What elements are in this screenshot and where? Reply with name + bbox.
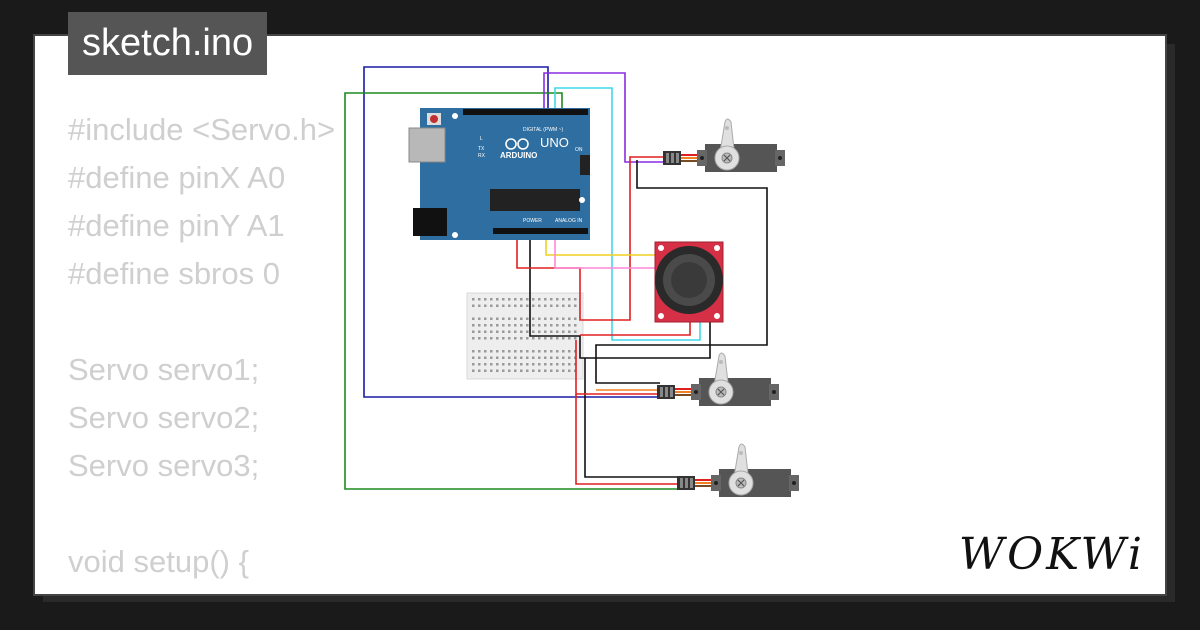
- code-line: Servo servo2;: [68, 400, 260, 435]
- rx-label: RX: [478, 153, 486, 159]
- wire-red-2: [580, 322, 691, 336]
- code-line: Servo servo1;: [68, 352, 260, 387]
- file-tab[interactable]: sketch.ino: [68, 12, 268, 75]
- uno-label: UNO: [540, 135, 569, 150]
- digital-header: [463, 109, 588, 115]
- power-jack: [413, 208, 447, 236]
- servo-3[interactable]: [677, 443, 799, 497]
- card-shadow-bottom: [43, 594, 1175, 602]
- wire-red-3: [575, 340, 660, 395]
- wire-cyan: [554, 87, 701, 341]
- tx-label: TX: [478, 146, 485, 152]
- preview-card: #include <Servo.h> #define pinX A0 #defi…: [33, 34, 1167, 596]
- analog-label: ANALOG IN: [555, 218, 583, 224]
- code-line: void setup() {: [68, 544, 249, 579]
- power-label: POWER: [523, 218, 542, 224]
- wire-red-1: [516, 156, 663, 321]
- code-line: #define pinX A0: [68, 160, 286, 195]
- wire-blue: [363, 66, 660, 398]
- code-line: #include <Servo.h>: [68, 112, 336, 147]
- wire-red-4: [575, 394, 680, 485]
- digital-label: DIGITAL (PWM ~): [523, 127, 563, 133]
- usb-port: [408, 127, 446, 163]
- card-shadow: [1165, 44, 1175, 600]
- code-line: Servo servo3;: [68, 448, 260, 483]
- code-line: #define sbros 0: [68, 256, 280, 291]
- code-preview: #include <Servo.h> #define pinX A0 #defi…: [68, 106, 406, 594]
- wires: [344, 66, 768, 490]
- l-label: L: [480, 136, 483, 142]
- analog-header: [493, 228, 588, 234]
- arduino-brand-label: ARDUINO: [500, 151, 537, 160]
- wire-black-1: [595, 160, 768, 384]
- infinity-logo: [505, 138, 529, 150]
- atmega-chip: [490, 189, 580, 211]
- code-line: #define pinY A1: [68, 208, 285, 243]
- arduino-uno[interactable]: UNO ARDUINO DIGITAL (PWM ~) POWER ANALOG…: [408, 108, 590, 240]
- joystick[interactable]: [654, 241, 724, 323]
- wire-green: [344, 92, 678, 490]
- wire-black-2: [529, 240, 711, 359]
- servo-2[interactable]: [657, 352, 779, 406]
- code-line: pinMode(pinX, INPUT);: [68, 586, 405, 594]
- breadboard-holes: [472, 298, 577, 372]
- wokwi-logo: WOKWi: [958, 529, 1145, 580]
- wire-black-3: [584, 358, 680, 478]
- on-label: ON: [575, 147, 583, 153]
- servo-1[interactable]: [663, 118, 785, 172]
